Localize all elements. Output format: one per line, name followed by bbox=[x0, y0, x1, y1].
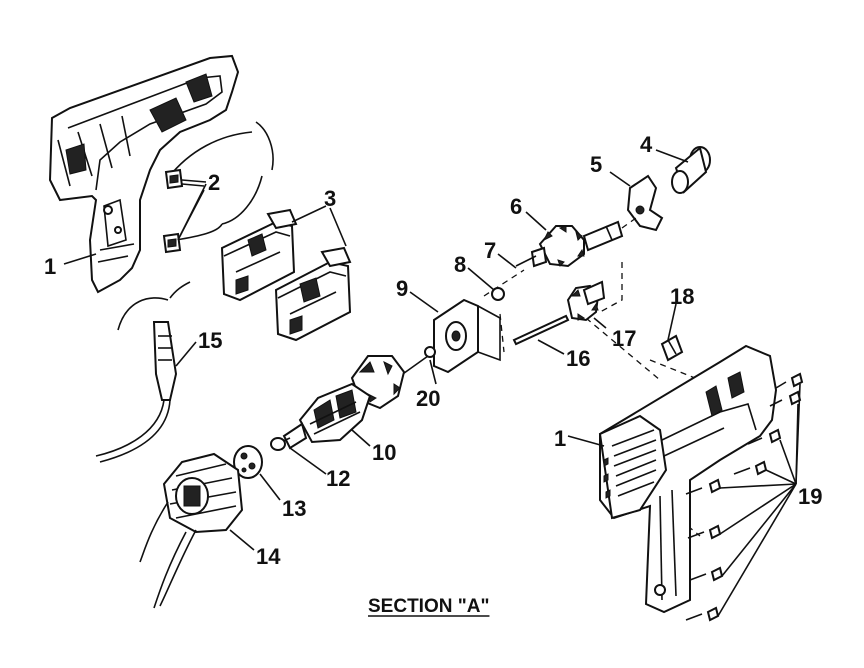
callout-20: 20 bbox=[416, 386, 440, 411]
callout-16: 16 bbox=[566, 346, 590, 371]
spacer-washer bbox=[491, 287, 505, 301]
bearing-sleeve bbox=[671, 146, 711, 194]
pin-7 bbox=[515, 255, 537, 267]
callout-4: 4 bbox=[640, 132, 653, 157]
gear-pin bbox=[512, 314, 570, 346]
callout-18: 18 bbox=[670, 284, 694, 309]
spindle-gear bbox=[530, 220, 624, 268]
callout-17: 17 bbox=[612, 326, 636, 351]
intermediate-gear bbox=[566, 280, 606, 322]
terminal-clips bbox=[162, 168, 205, 254]
callout-15: 15 bbox=[198, 328, 222, 353]
leader-lines bbox=[63, 149, 801, 617]
callout-10: 10 bbox=[372, 440, 396, 465]
right-housing-half bbox=[598, 344, 778, 614]
callout-6: 6 bbox=[510, 194, 522, 219]
thrust-washer bbox=[270, 437, 286, 451]
callout-14: 14 bbox=[256, 544, 281, 569]
field-coil bbox=[139, 452, 244, 609]
power-cord bbox=[95, 281, 191, 463]
left-housing-half bbox=[48, 54, 240, 294]
housing-screws bbox=[685, 372, 804, 622]
armature-washer bbox=[424, 346, 436, 358]
switch-wires bbox=[167, 121, 274, 241]
alignment-lines bbox=[483, 217, 701, 537]
callout-12: 12 bbox=[326, 466, 350, 491]
section-title: SECTION "A" bbox=[368, 596, 489, 617]
brush-holder bbox=[233, 445, 263, 479]
callout-19: 19 bbox=[798, 484, 822, 509]
callouts: 1 2 3 4 5 6 7 8 9 10 12 13 14 15 16 17 1… bbox=[44, 132, 822, 569]
callout-8: 8 bbox=[454, 252, 466, 277]
callout-3: 3 bbox=[324, 186, 336, 211]
callout-7: 7 bbox=[484, 238, 496, 263]
retainer-plate bbox=[626, 174, 664, 232]
callout-13: 13 bbox=[282, 496, 306, 521]
bearing-plate bbox=[433, 298, 501, 374]
callout-1-right: 1 bbox=[554, 426, 566, 451]
armature bbox=[271, 355, 429, 450]
housing-clip bbox=[660, 334, 684, 362]
trigger-switch-lower bbox=[274, 246, 352, 342]
callout-2: 2 bbox=[208, 170, 220, 195]
callout-5: 5 bbox=[590, 152, 602, 177]
callout-9: 9 bbox=[396, 276, 408, 301]
callout-1-left: 1 bbox=[44, 254, 56, 279]
trigger-switch-upper bbox=[220, 208, 298, 302]
